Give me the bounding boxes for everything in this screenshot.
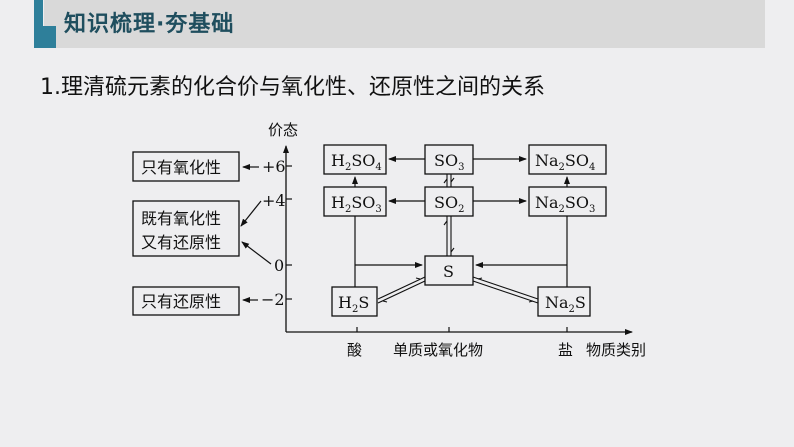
x-axis [286,327,633,335]
s-box: S [424,255,474,286]
topic-heading: 1.理清硫元素的化合价与氧化性、还原性之间的关系 [40,75,545,100]
y-tick-minus2: −2 [261,290,285,309]
svg-text:H2SO4: H2SO4 [331,151,382,173]
header-accent-underline [34,46,56,48]
svg-text:又有还原性: 又有还原性 [141,233,221,252]
h2so3-box: H2SO3 [323,186,387,217]
svg-text:Na2S: Na2S [545,293,586,315]
equilibrium-s-h2s [377,276,426,304]
so3-box: SO3 [424,144,474,175]
h2s-box: H2S [331,286,378,317]
section-title: 知识梳理·夯基础 [64,12,235,37]
y-axis-label: 价态 [268,121,298,139]
so2-box: SO2 [424,186,474,217]
equilibrium-so3-so2 [443,174,455,187]
svg-text:S: S [443,262,454,281]
header-bar-extension [366,0,765,48]
svg-text:Na2SO3: Na2SO3 [535,193,595,215]
reducing-only-box: 只有还原性 [132,286,240,316]
header-accent-bar [34,0,43,46]
y-axis [283,145,292,332]
equilibrium-so2-s [443,216,455,256]
na2s-box: Na2S [537,286,591,317]
x-tick-acid: 酸 [347,341,362,359]
na2so3-box: Na2SO3 [528,186,607,217]
x-tick-element-oxide: 单质或氧化物 [393,341,483,359]
svg-text:既有氧化性: 既有氧化性 [141,209,221,228]
svg-text:只有还原性: 只有还原性 [141,292,221,311]
x-tick-salt: 盐 [558,341,573,359]
svg-text:只有氧化性: 只有氧化性 [141,158,221,177]
svg-text:Na2SO4: Na2SO4 [535,151,595,173]
svg-text:H2SO3: H2SO3 [331,193,382,215]
header-bar [44,0,366,48]
arrow-zero-to-both [241,241,272,265]
arrow-acid-branch-to-s [354,216,423,287]
equilibrium-s-na2s [472,276,539,304]
h2so4-box: H2SO4 [323,144,387,175]
svg-text:H2S: H2S [338,293,369,315]
arrow-salt-branch-to-s [475,216,568,287]
header-accent-block [43,26,56,46]
y-tick-zero: 0 [274,256,284,275]
y-tick-plus4: +4 [262,191,286,210]
svg-text:SO3: SO3 [434,151,464,173]
y-tick-plus6: +6 [262,157,286,176]
na2so4-box: Na2SO4 [528,144,607,175]
both-properties-box: 既有氧化性 又有还原性 [132,200,240,257]
x-axis-label: 物质类别 [586,341,646,359]
arrow-plus4-to-both [240,200,262,227]
oxidizing-only-box: 只有氧化性 [132,151,240,182]
svg-text:SO2: SO2 [434,193,464,215]
